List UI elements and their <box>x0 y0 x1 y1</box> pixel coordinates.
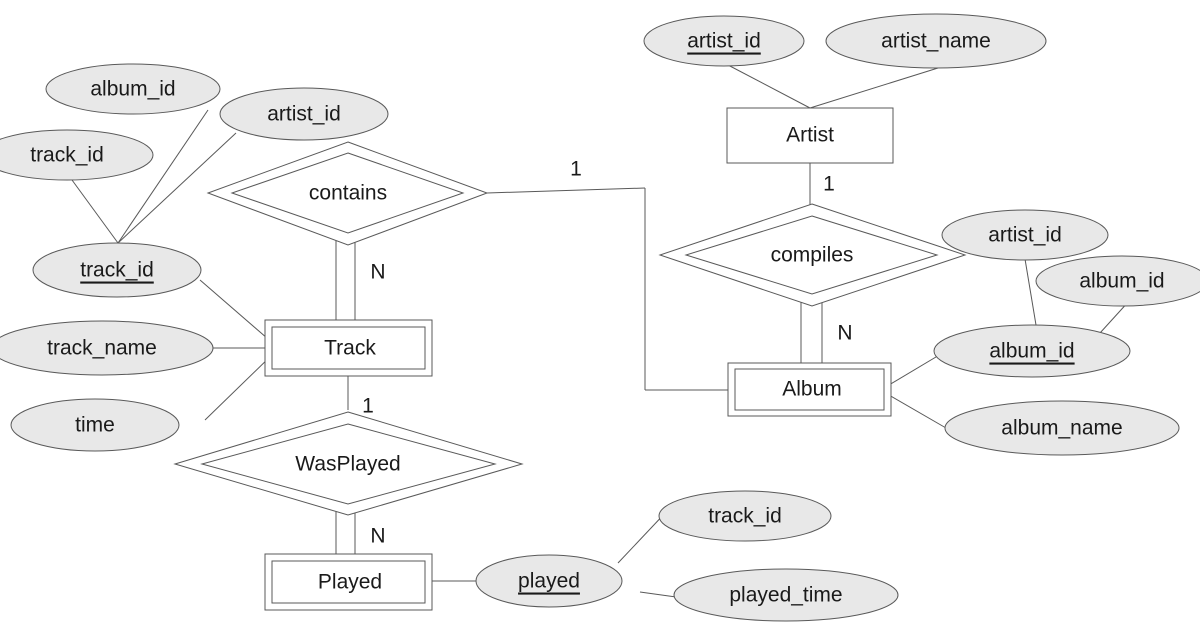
cardinality-contains-album: 1 <box>570 158 582 181</box>
attribute-label: track_id <box>80 259 154 282</box>
relationship-contains[interactable]: contains <box>206 141 489 246</box>
entity-label: Album <box>782 378 842 401</box>
attribute-label: album_id <box>1079 270 1164 293</box>
entity-label: Track <box>324 337 376 360</box>
entity-artist[interactable]: Artist <box>726 107 894 164</box>
attribute-played-track-id[interactable]: track_id <box>658 490 832 542</box>
relationship-compiles[interactable]: compiles <box>658 203 967 307</box>
relationship-wasplayed[interactable]: WasPlayed <box>173 411 524 516</box>
attribute-album-album-id-key[interactable]: album_id <box>933 324 1131 378</box>
attribute-label: artist_id <box>687 30 761 53</box>
attribute-label: album_id <box>989 340 1074 363</box>
attribute-label: track_id <box>30 144 104 167</box>
connector-lines <box>71 64 1131 598</box>
entity-album[interactable]: Album <box>727 362 892 417</box>
attribute-track-track-id-key[interactable]: track_id <box>32 242 202 298</box>
attribute-album-artist-id[interactable]: artist_id <box>941 209 1109 261</box>
attribute-artist-artist-name[interactable]: artist_name <box>825 13 1047 69</box>
cardinality-compiles-artist: 1 <box>823 173 835 196</box>
attribute-label: artist_id <box>267 103 341 126</box>
attribute-track-album-id[interactable]: album_id <box>45 63 221 115</box>
attribute-label: time <box>75 414 115 437</box>
attribute-track-artist-id[interactable]: artist_id <box>219 87 389 141</box>
relationship-label: contains <box>309 182 387 205</box>
attribute-album-album-name[interactable]: album_name <box>944 400 1180 456</box>
attribute-label: track_name <box>47 337 157 360</box>
attribute-track-track-name[interactable]: track_name <box>0 320 214 376</box>
attribute-label: album_name <box>1001 417 1122 440</box>
attribute-track-time[interactable]: time <box>10 398 180 452</box>
cardinality-labels: 1 N 1 N 1 N <box>362 158 852 548</box>
cardinality-wasplayed-played: N <box>370 525 385 548</box>
relationship-label: compiles <box>771 244 854 267</box>
attribute-album-album-id[interactable]: album_id <box>1035 255 1200 307</box>
entity-label: Played <box>318 571 382 594</box>
cardinality-contains-track: N <box>370 261 385 284</box>
cardinality-wasplayed-track: 1 <box>362 395 374 418</box>
entity-label: Artist <box>786 124 834 147</box>
attribute-label: played_time <box>729 584 842 607</box>
attribute-played-played-time[interactable]: played_time <box>673 568 899 622</box>
attribute-label: played <box>518 570 580 593</box>
attribute-artist-artist-id[interactable]: artist_id <box>643 15 805 67</box>
attribute-label: album_id <box>90 78 175 101</box>
attribute-label: artist_name <box>881 30 991 53</box>
attribute-played-played-key[interactable]: played <box>475 554 623 608</box>
attribute-track-track-id[interactable]: track_id <box>0 129 154 181</box>
entity-track[interactable]: Track <box>264 319 433 377</box>
attribute-label: track_id <box>708 505 782 528</box>
relationship-label: WasPlayed <box>295 453 400 476</box>
cardinality-compiles-album: N <box>837 322 852 345</box>
entity-played[interactable]: Played <box>264 553 433 611</box>
attribute-label: artist_id <box>988 224 1062 247</box>
